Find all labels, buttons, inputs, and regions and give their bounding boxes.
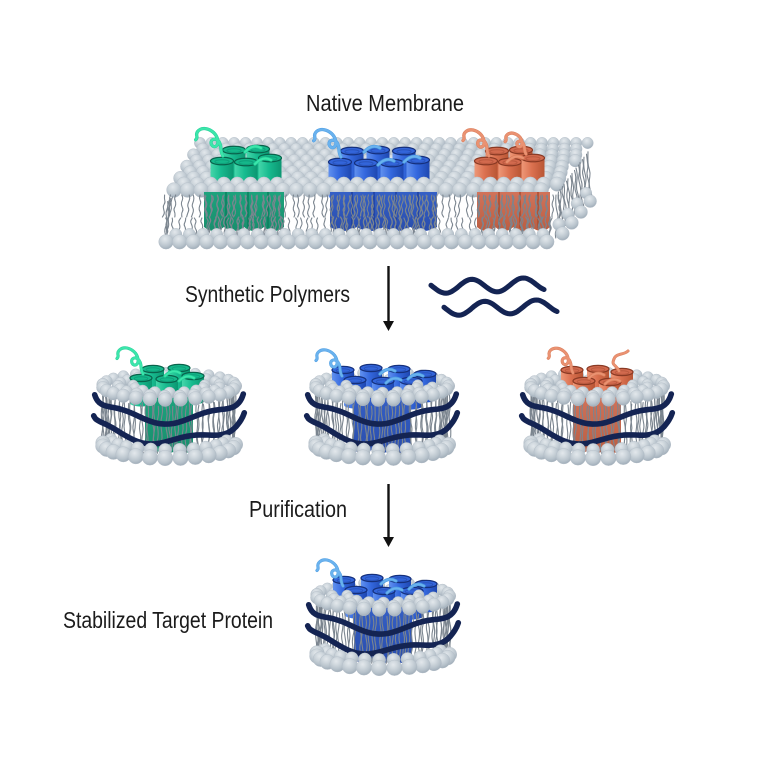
svg-text:Purification: Purification [249,496,347,522]
svg-text:Synthetic Polymers: Synthetic Polymers [185,281,350,307]
svg-text:Stabilized Target Protein: Stabilized Target Protein [63,607,273,633]
svg-text:Native Membrane: Native Membrane [306,90,464,116]
